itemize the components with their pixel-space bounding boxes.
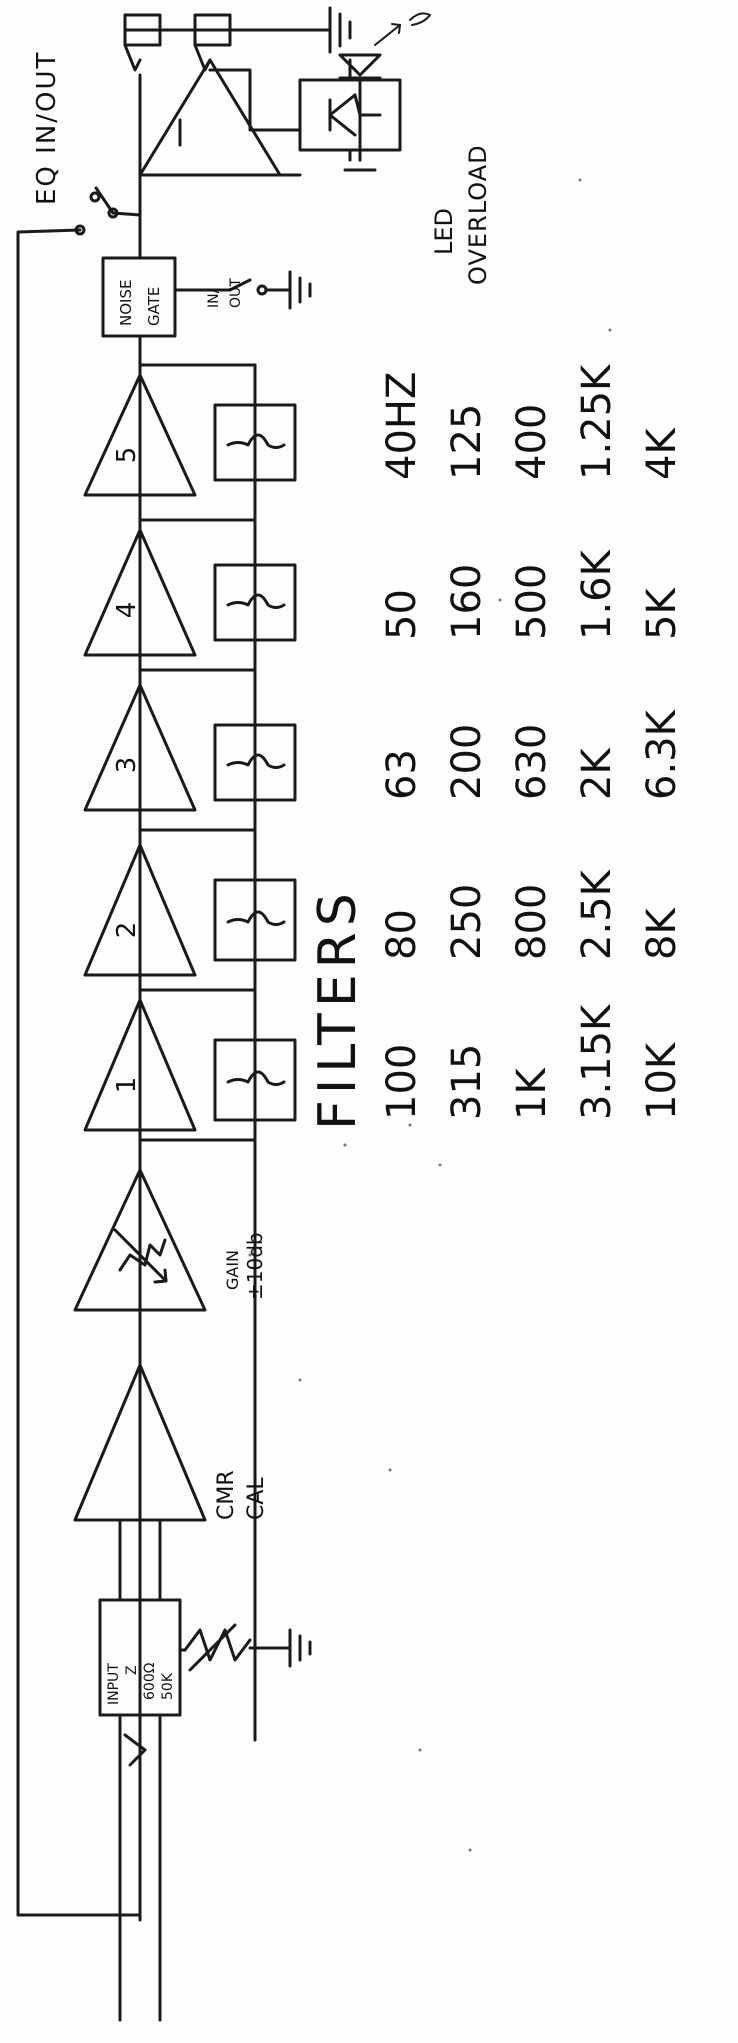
svg-text:OUT: OUT — [228, 278, 244, 308]
led-overload-label: LED OVERLOAD — [430, 144, 492, 285]
frequency-value: 250 — [444, 884, 490, 960]
svg-text:Z: Z — [124, 1665, 140, 1675]
filter-box-4 — [213, 563, 297, 642]
frequency-value: 1.6K — [574, 548, 620, 640]
frequency-table: 100 315 1K 3.15K 10K 80 250 800 2.5K 8K 63 200 630 2K… — [379, 363, 685, 1120]
frequency-value: 5K — [639, 587, 685, 640]
eq-in-out-label: EQ IN/OUT — [32, 51, 62, 205]
output-amplifier — [138, 58, 282, 177]
frequency-value: 3.15K — [574, 1003, 620, 1120]
frequency-value: 50 — [379, 589, 425, 640]
amplifier-stage-1: 1 — [83, 998, 197, 1132]
frequency-value: 1.25K — [574, 363, 620, 480]
bypass-line — [16, 228, 142, 1917]
input-label: INPUT Z 600Ω 50K — [106, 1662, 176, 1705]
cmr-cal-label: CMR CAL — [214, 1470, 269, 1520]
svg-text:2: 2 — [112, 922, 142, 939]
svg-text:LED: LED — [430, 208, 458, 255]
ground-symbol — [343, 138, 377, 172]
frequency-value: 4K — [639, 427, 685, 480]
frequency-value: 80 — [379, 909, 425, 960]
scan-specks — [248, 178, 612, 1852]
frequency-value: 100 — [379, 1044, 425, 1120]
svg-text:NOISE: NOISE — [117, 280, 135, 326]
frequency-value: 200 — [444, 724, 490, 800]
filters-title: FILTERS — [308, 887, 368, 1130]
ground-symbol — [288, 270, 312, 310]
input-box — [98, 1598, 182, 1717]
overload-transistor — [298, 78, 402, 152]
frequency-value: 630 — [509, 724, 555, 800]
noise-gate-box — [101, 256, 177, 338]
gain-amplifier — [73, 1168, 207, 1312]
frequency-value: 8K — [639, 907, 685, 960]
frequency-value: 500 — [509, 564, 555, 640]
frequency-value: 10K — [639, 1041, 685, 1120]
frequency-value: 1K — [509, 1067, 555, 1120]
svg-text:GAIN: GAIN — [223, 1250, 242, 1290]
svg-text:CAL: CAL — [244, 1477, 269, 1520]
input-jack — [118, 1713, 162, 2022]
svg-text:FILTERS: FILTERS — [308, 887, 368, 1130]
svg-text:IN/: IN/ — [206, 288, 222, 308]
svg-text:GATE: GATE — [145, 287, 163, 326]
gain-label: GAIN ±10db — [223, 1232, 267, 1300]
filter-box-2 — [213, 878, 297, 962]
ground-symbol — [288, 1628, 312, 1668]
input-amplifier — [73, 1363, 207, 1522]
frequency-value: 2K — [574, 747, 620, 800]
filter-box-5 — [213, 403, 297, 482]
svg-text:OVERLOAD: OVERLOAD — [464, 144, 492, 285]
svg-text:50K: 50K — [160, 1672, 176, 1700]
noise-gate-label: NOISE GATE — [117, 280, 163, 326]
svg-text:±10db: ±10db — [243, 1232, 267, 1300]
noise-gate-in-out-label: IN/ OUT — [206, 278, 244, 308]
frequency-value: 6.3K — [639, 708, 685, 800]
frequency-value: 160 — [444, 564, 490, 640]
svg-text:1: 1 — [112, 1077, 142, 1094]
cmr-trimmer[interactable] — [183, 1623, 292, 1672]
filter-box-3 — [213, 723, 297, 802]
noise-gate-in-out-switch[interactable] — [173, 278, 292, 296]
eq-in-out-switch[interactable] — [74, 186, 142, 236]
frequency-value: 63 — [379, 749, 425, 800]
frequency-value: 40HZ — [379, 372, 425, 480]
output-jacks — [123, 13, 332, 72]
svg-text:5: 5 — [112, 447, 142, 464]
svg-text:EQ IN/OUT: EQ IN/OUT — [32, 51, 62, 205]
svg-text:4: 4 — [112, 602, 142, 619]
frequency-value: 2.5K — [574, 868, 620, 960]
svg-text:CMR: CMR — [214, 1470, 239, 1520]
frequency-value: 315 — [444, 1044, 490, 1120]
frequency-value: 125 — [444, 404, 490, 480]
svg-text:600Ω: 600Ω — [142, 1662, 158, 1700]
svg-text:INPUT: INPUT — [106, 1663, 122, 1705]
frequency-value: 400 — [509, 404, 555, 480]
ground-symbol — [328, 6, 352, 54]
svg-text:3: 3 — [112, 757, 142, 774]
frequency-value: 800 — [509, 884, 555, 960]
led-icon — [338, 12, 432, 80]
